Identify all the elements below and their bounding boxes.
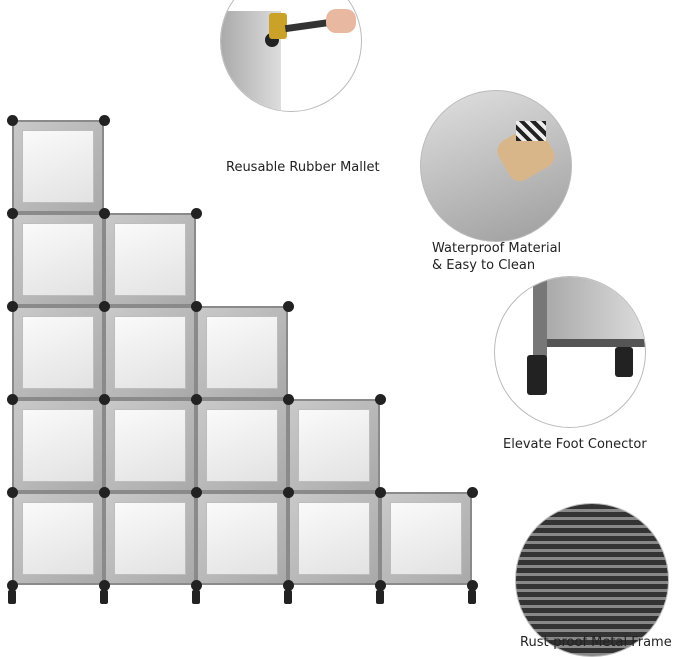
foot-connector (284, 590, 292, 604)
mallet-label: Reusable Rubber Mallet (226, 160, 380, 175)
cube-panel (22, 409, 94, 482)
cube-compartment (12, 399, 104, 492)
joint-connector (99, 580, 110, 591)
joint-connector (99, 301, 110, 312)
joint-connector (191, 487, 202, 498)
cube-compartment (288, 399, 380, 492)
cube-panel (114, 316, 186, 389)
cube-panel (114, 409, 186, 482)
cube-compartment (12, 306, 104, 399)
cube-compartment (104, 213, 196, 306)
mallet-detail-image (220, 0, 362, 112)
cube-compartment (196, 492, 288, 585)
cube-panel (22, 130, 94, 203)
joint-connector (467, 580, 478, 591)
cube-panel (22, 316, 94, 389)
cube-compartment (12, 492, 104, 585)
joint-connector (99, 115, 110, 126)
cube-panel (298, 409, 370, 482)
foot-connector (8, 590, 16, 604)
joint-connector (7, 580, 18, 591)
joint-connector (375, 580, 386, 591)
waterproof-label: Waterproof Material & Easy to Clean (432, 240, 561, 274)
cube-compartment (104, 306, 196, 399)
cube-panel (22, 223, 94, 296)
cube-compartment (104, 399, 196, 492)
cube-compartment (380, 492, 472, 585)
cube-compartment (196, 399, 288, 492)
joint-connector (99, 208, 110, 219)
joint-connector (7, 208, 18, 219)
joint-connector (191, 301, 202, 312)
foot-connector-detail-image (494, 276, 646, 428)
joint-connector (283, 487, 294, 498)
joint-connector (99, 394, 110, 405)
foot-connector (376, 590, 384, 604)
joint-connector (283, 301, 294, 312)
joint-connector (283, 394, 294, 405)
waterproof-label-line2: & Easy to Clean (432, 258, 536, 273)
metal-frame-detail-image (515, 503, 669, 657)
cube-panel (22, 502, 94, 575)
metal-frame-label: Rust-proof Metal Frame (520, 635, 672, 650)
cube-compartment (104, 492, 196, 585)
joint-connector (7, 487, 18, 498)
joint-connector (375, 394, 386, 405)
foot-connector (100, 590, 108, 604)
joint-connector (191, 394, 202, 405)
cube-panel (206, 409, 278, 482)
cube-panel (298, 502, 370, 575)
cube-compartment (196, 306, 288, 399)
joint-connector (375, 487, 386, 498)
cube-compartment (288, 492, 380, 585)
cube-panel (114, 223, 186, 296)
joint-connector (191, 208, 202, 219)
foot-connector-label: Elevate Foot Conector (503, 437, 647, 452)
waterproof-label-line1: Waterproof Material (432, 241, 562, 256)
joint-connector (7, 394, 18, 405)
joint-connector (7, 115, 18, 126)
cube-panel (390, 502, 462, 575)
cube-panel (206, 316, 278, 389)
joint-connector (7, 301, 18, 312)
cube-compartment (12, 120, 104, 213)
cube-panel (206, 502, 278, 575)
waterproof-detail-image (420, 90, 572, 242)
joint-connector (191, 580, 202, 591)
cube-panel (114, 502, 186, 575)
foot-connector (468, 590, 476, 604)
joint-connector (467, 487, 478, 498)
cube-compartment (12, 213, 104, 306)
foot-connector (192, 590, 200, 604)
joint-connector (99, 487, 110, 498)
joint-connector (283, 580, 294, 591)
